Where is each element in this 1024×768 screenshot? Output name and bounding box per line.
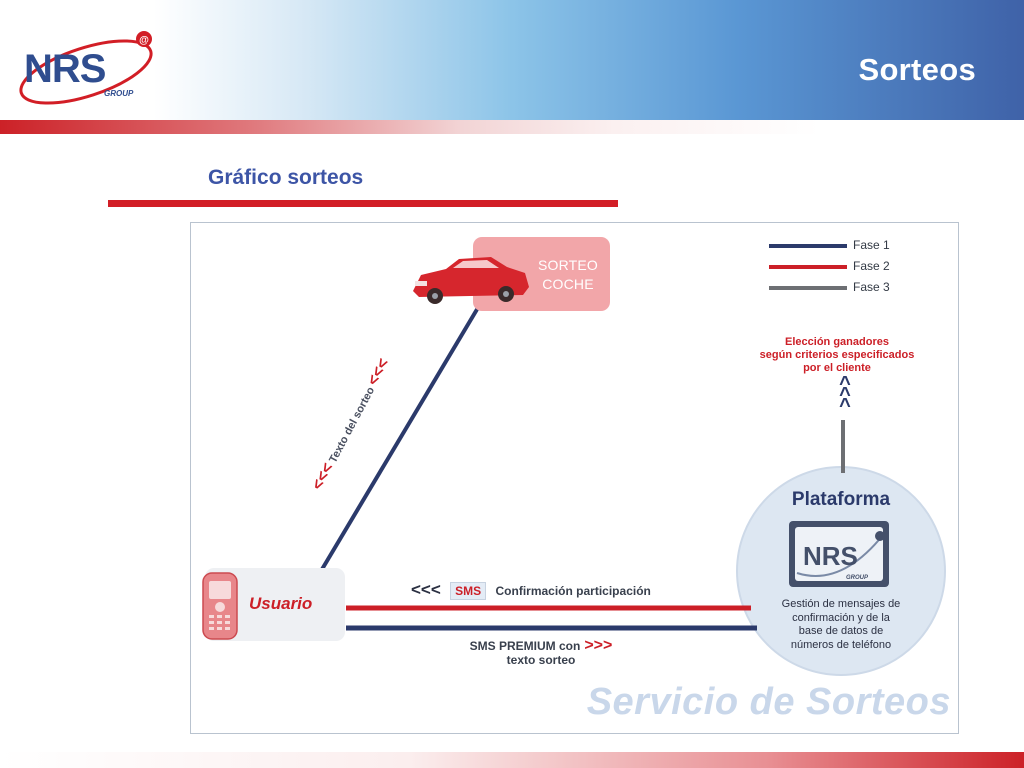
platform-desc-line-1: Gestión de mensajes de (781, 598, 901, 610)
platform-desc-line-2: confirmación y de la (792, 611, 890, 624)
premium-line-1: SMS PREMIUM con (469, 639, 581, 653)
premium-arrows: >>> (584, 637, 613, 654)
svg-text:GROUP: GROUP (104, 89, 134, 98)
up-arrow-1: ^ (839, 373, 851, 395)
user-box (205, 568, 345, 641)
mobile-phone-icon (202, 572, 238, 640)
confirmation-text: Confirmación participación (495, 584, 651, 598)
nrs-group-logo: NRS @ GROUP (19, 31, 153, 105)
legend-fase-2: Fase 2 (853, 259, 890, 273)
confirmation-row: <<< SMS Confirmación participación (411, 580, 651, 600)
premium-line-2: texto sorteo (506, 653, 576, 667)
up-arrow-3: ^ (839, 395, 851, 417)
diagram-panel: NRS GROUP Fase 1 Fase 2 Fase 3 SORTEO CO… (190, 222, 959, 734)
section-title: Gráfico sorteos (208, 166, 364, 189)
premium-sms-text: SMS PREMIUM con>>> texto sorteo (441, 637, 641, 668)
section-divider (108, 200, 618, 207)
car-icon (413, 257, 529, 304)
winners-selection-text: Elección ganadores según criterios espec… (741, 336, 933, 375)
platform-desc-line-4: números de teléfono (790, 638, 892, 651)
prize-label-line2: COCHE (542, 276, 594, 292)
header-banner: NRS @ GROUP Sorteos (0, 0, 1024, 120)
platform-desc-line-3: base de datos de (798, 625, 884, 637)
phase1-diagonal-line (319, 304, 481, 573)
platform-title: Plataforma (791, 489, 891, 510)
platform-description: Gestión de mensajes de confirmación y de… (751, 598, 931, 652)
user-label: Usuario (249, 594, 313, 613)
footer-red-band (0, 752, 1024, 768)
winners-line-2: según criterios especificados (759, 349, 915, 361)
svg-text:NRS: NRS (24, 47, 106, 91)
prize-label-line1: SORTEO (537, 257, 599, 273)
prize-label: SORTEO COCHE (523, 256, 613, 294)
service-watermark: Servicio de Sorteos (586, 681, 951, 723)
legend-fase-1: Fase 1 (853, 238, 890, 252)
sms-tag: SMS (450, 582, 487, 600)
up-arrows: ^ ^ ^ (835, 373, 855, 417)
svg-text:NRS: NRS (803, 541, 858, 571)
platform-nrs-logo: NRS GROUP (789, 521, 889, 587)
page-title: Sorteos (858, 52, 976, 87)
svg-text:@: @ (139, 35, 149, 46)
legend-fase-3: Fase 3 (853, 280, 890, 294)
header-red-band (0, 120, 1024, 134)
winners-line-3: por el cliente (803, 362, 871, 374)
winners-line-1: Elección ganadores (785, 336, 889, 348)
confirmation-arrows: <<< (411, 580, 441, 599)
up-arrow-2: ^ (839, 384, 851, 406)
svg-text:GROUP: GROUP (846, 575, 869, 581)
